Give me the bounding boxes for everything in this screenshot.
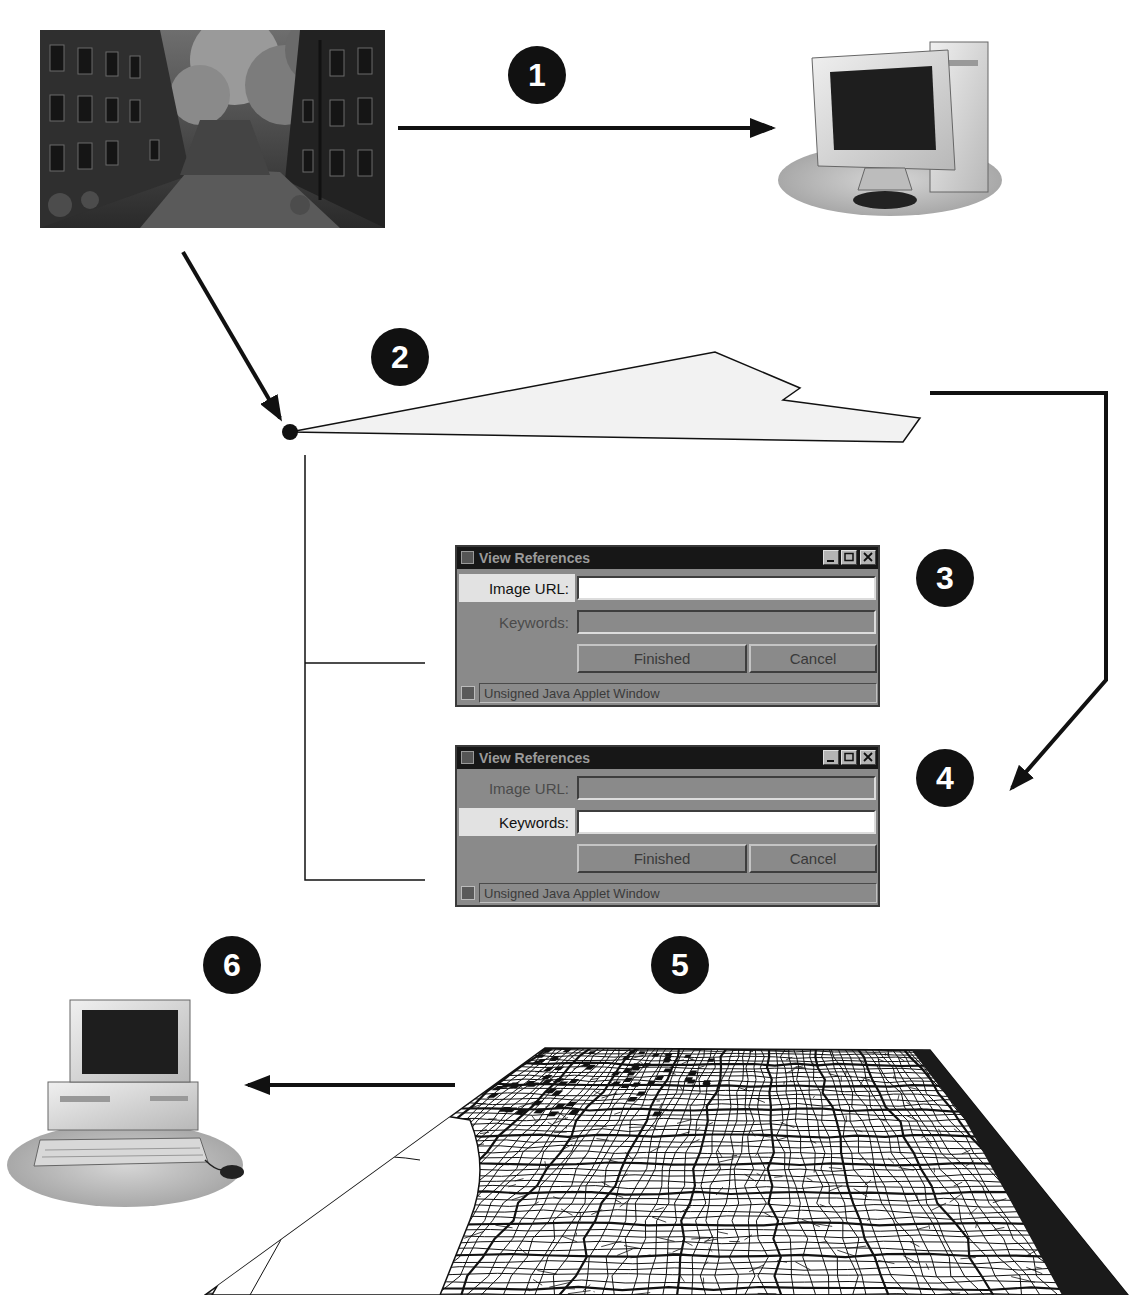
app-icon [461,551,474,564]
title-bar: View References [457,747,878,769]
window-button [823,550,839,565]
computer-icon [778,42,1002,216]
callout-number: 4 [936,760,954,797]
text-field-active [577,576,876,600]
callout-circle: 6 [203,936,261,994]
window-button [860,750,876,765]
bracket [305,455,425,880]
window-button-glyph [824,751,838,764]
field-label-text: Image URL: [489,780,569,797]
status-icon [461,686,475,700]
status-bar: Unsigned Java Applet Window [479,883,877,903]
window-button [841,750,857,765]
dialog-window: View ReferencesImage URL: Keywords: Unsign… [455,545,880,707]
arrow [398,126,772,130]
window-button [841,550,857,565]
arrow [183,252,280,418]
window-button [823,750,839,765]
dialog-button: Finished [577,644,747,673]
button-label: Cancel [790,650,837,667]
button-label: Finished [634,850,691,867]
callout-circle: 3 [916,549,974,607]
dialog-button: Cancel [749,844,877,873]
arrow [248,1083,455,1087]
button-label: Finished [634,650,691,667]
computer-icon [7,1000,244,1207]
field-label-text: Image URL: [489,580,569,597]
callout-circle: 2 [371,328,429,386]
city-map [205,1048,1130,1295]
field-label-text: Keywords: [499,614,569,631]
callout-circle: 5 [651,936,709,994]
window-title: View References [479,750,590,766]
app-icon [461,751,474,764]
title-bar: View References [457,547,878,569]
text-field-disabled [577,610,876,634]
callout-number: 5 [671,947,689,984]
text-field-disabled [577,776,876,800]
status-text: Unsigned Java Applet Window [484,886,660,901]
field-label-text: Keywords: [499,814,569,831]
window-button-glyph [842,751,856,764]
title-cell: View References [479,747,809,769]
window-title: View References [479,550,590,566]
callout-number: 1 [528,57,546,94]
button-label: Cancel [790,850,837,867]
window-button-glyph [824,551,838,564]
window-button-glyph [842,551,856,564]
callout-number: 6 [223,947,241,984]
window-button-glyph [861,551,875,564]
status-icon [461,886,475,900]
dialog-window: View ReferencesImage URL: Keywords: Unsign… [455,745,880,907]
callout-number: 2 [391,339,409,376]
field-label: Image URL: [459,774,575,802]
bracket [305,662,425,664]
status-text: Unsigned Java Applet Window [484,686,660,701]
callout-circle: 1 [508,46,566,104]
street-photo [40,30,385,228]
field-label: Keywords: [459,608,575,636]
callout-circle: 4 [916,749,974,807]
viewpoint-dot [282,424,298,440]
window-button [860,550,876,565]
field-label-active: Keywords: [459,808,575,836]
callout-number: 3 [936,560,954,597]
title-cell: View References [479,547,809,569]
dialog-button: Finished [577,844,747,873]
field-label-active: Image URL: [459,574,575,602]
dialog-button: Cancel [749,644,877,673]
window-button-glyph [861,751,875,764]
text-field-active [577,810,876,834]
status-bar: Unsigned Java Applet Window [479,683,877,703]
